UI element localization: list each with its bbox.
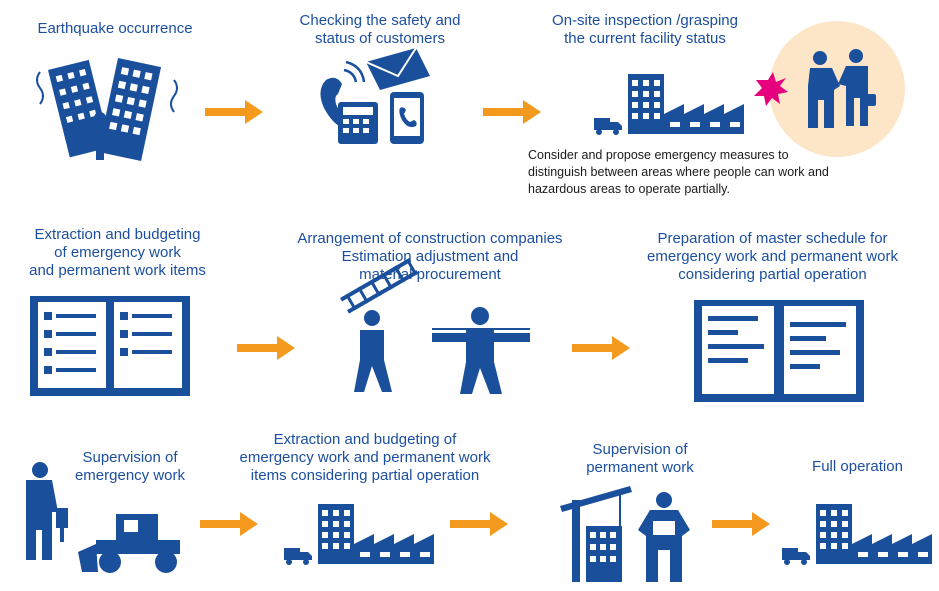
- schedule-book-icon: [694, 300, 864, 402]
- factory-icon: [284, 504, 434, 565]
- step-label-full: Full operation: [812, 458, 903, 475]
- step-label-extraction1: Extraction and budgeting of emergency wo…: [29, 226, 206, 279]
- step-label-safety: Checking the safety and status of custom…: [299, 12, 461, 47]
- step-label-earthquake: Earthquake occurrence: [37, 20, 193, 37]
- flow-arrow: [237, 336, 295, 360]
- factory-icon: [782, 504, 932, 565]
- step-label-supervision-emergency: Supervision of emergency work: [74, 449, 186, 484]
- flow-arrow: [483, 100, 541, 124]
- flow-arrow: [205, 100, 263, 124]
- workers-carrying-icon: [340, 258, 530, 394]
- step-label-supervision-permanent: Supervision of permanent work: [586, 441, 694, 476]
- factory-handshake-icon: [594, 21, 905, 157]
- flow-arrow: [200, 512, 258, 536]
- jackhammer-bulldozer-icon: [26, 462, 180, 573]
- flow-arrow: [450, 512, 508, 536]
- crane-engineer-icon: [560, 486, 690, 582]
- checklist-book-icon: [30, 296, 190, 396]
- flow-arrow: [712, 512, 770, 536]
- collapsing-buildings-icon: [36, 57, 178, 162]
- phone-mail-tablet-icon: [320, 47, 430, 144]
- step-label-extraction2: Extraction and budgeting of emergency wo…: [239, 431, 491, 484]
- inspection-note: Consider and propose emergency measures …: [528, 148, 829, 196]
- step-label-master: Preparation of master schedule for emerg…: [647, 230, 898, 283]
- flow-arrow: [572, 336, 630, 360]
- step-label-inspection: On-site inspection /grasping the current…: [552, 12, 738, 47]
